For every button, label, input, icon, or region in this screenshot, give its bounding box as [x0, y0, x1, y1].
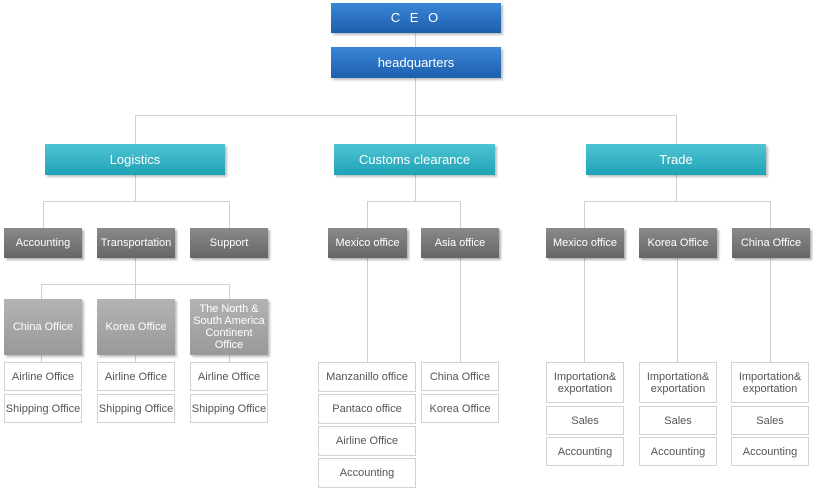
leaf-trade-korea-accounting: Accounting: [639, 437, 717, 466]
leaf-trade-mexico-sales: Sales: [546, 406, 624, 435]
leaf-customs-airline-office: Airline Office: [318, 426, 416, 456]
leaf-manzanillo-office: Manzanillo office: [318, 362, 416, 392]
leaf-trade-china-sales: Sales: [731, 406, 809, 435]
leaf-label: Shipping Office: [98, 402, 174, 415]
leaf-label: Sales: [571, 414, 599, 427]
leaf-label: Manzanillo office: [326, 371, 408, 383]
office-china-label: China Office: [12, 321, 74, 333]
leaf-asia-china-office: China Office: [421, 362, 499, 391]
leaf-label: Importation& exportation: [553, 370, 617, 395]
leaf-label: Accounting: [650, 445, 706, 458]
ceo-box: C E O: [331, 3, 501, 33]
leaf-china-shipping-office: Shipping Office: [4, 394, 82, 423]
leaf-korea-airline-office: Airline Office: [97, 362, 175, 391]
unit-label: China Office: [740, 237, 802, 249]
unit-label: Asia office: [434, 237, 486, 249]
leaf-label: Shipping Office: [5, 402, 81, 415]
leaf-americas-shipping-office: Shipping Office: [190, 394, 268, 423]
unit-accounting: Accounting: [4, 228, 82, 258]
unit-label: Korea Office: [647, 237, 709, 249]
unit-customs-asia-office: Asia office: [421, 228, 499, 258]
leaf-label: Importation& exportation: [646, 370, 710, 395]
leaf-asia-korea-office: Korea Office: [421, 394, 499, 423]
ceo-label: C E O: [390, 10, 442, 25]
unit-label: Mexico office: [335, 237, 400, 249]
leaf-trade-mexico-import-export: Importation& exportation: [546, 362, 624, 403]
office-korea-label: Korea Office: [105, 321, 167, 333]
unit-support-label: Support: [209, 237, 249, 249]
leaf-label: Accounting: [557, 445, 613, 458]
leaf-pantaco-office: Pantaco office: [318, 394, 416, 424]
office-china: China Office: [4, 299, 82, 355]
leaf-trade-china-import-export: Importation& exportation: [731, 362, 809, 403]
unit-trade-china-office: China Office: [732, 228, 810, 258]
division-customs-label: Customs clearance: [358, 151, 471, 167]
leaf-americas-airline-office: Airline Office: [190, 362, 268, 391]
division-customs-clearance: Customs clearance: [334, 144, 495, 175]
leaf-trade-korea-sales: Sales: [639, 406, 717, 435]
leaf-label: Airline Office: [11, 370, 75, 383]
leaf-label: Pantaco office: [332, 403, 402, 415]
headquarters-label: headquarters: [377, 54, 455, 70]
division-logistics-label: Logistics: [109, 151, 161, 167]
leaf-label: Airline Office: [104, 370, 168, 383]
office-korea: Korea Office: [97, 299, 175, 355]
leaf-customs-accounting: Accounting: [318, 458, 416, 488]
leaf-label: Korea Office: [429, 402, 491, 415]
leaf-label: Importation& exportation: [738, 370, 802, 395]
unit-support: Support: [190, 228, 268, 258]
leaf-label: Airline Office: [335, 435, 399, 447]
unit-trade-korea-office: Korea Office: [639, 228, 717, 258]
unit-transportation-label: Transportation: [100, 237, 172, 249]
leaf-trade-china-accounting: Accounting: [731, 437, 809, 466]
unit-customs-mexico-office: Mexico office: [328, 228, 407, 258]
leaf-label: Shipping Office: [191, 402, 267, 415]
leaf-label: Sales: [664, 414, 692, 427]
leaf-korea-shipping-office: Shipping Office: [97, 394, 175, 423]
leaf-trade-korea-import-export: Importation& exportation: [639, 362, 717, 403]
leaf-label: Accounting: [742, 445, 798, 458]
headquarters-box: headquarters: [331, 47, 501, 78]
leaf-label: Sales: [756, 414, 784, 427]
division-logistics: Logistics: [45, 144, 225, 175]
unit-accounting-label: Accounting: [15, 237, 71, 249]
unit-transportation: Transportation: [97, 228, 175, 258]
leaf-label: Airline Office: [197, 370, 261, 383]
office-north-south-america: The North & South America Continent Offi…: [190, 299, 268, 355]
division-trade: Trade: [586, 144, 766, 175]
unit-label: Mexico office: [553, 237, 617, 249]
division-trade-label: Trade: [659, 151, 693, 167]
office-americas-label: The North & South America Continent Offi…: [193, 303, 265, 351]
unit-trade-mexico-office: Mexico office: [546, 228, 624, 258]
leaf-trade-mexico-accounting: Accounting: [546, 437, 624, 466]
leaf-label: China Office: [429, 370, 491, 383]
leaf-label: Accounting: [339, 467, 395, 479]
leaf-china-airline-office: Airline Office: [4, 362, 82, 391]
